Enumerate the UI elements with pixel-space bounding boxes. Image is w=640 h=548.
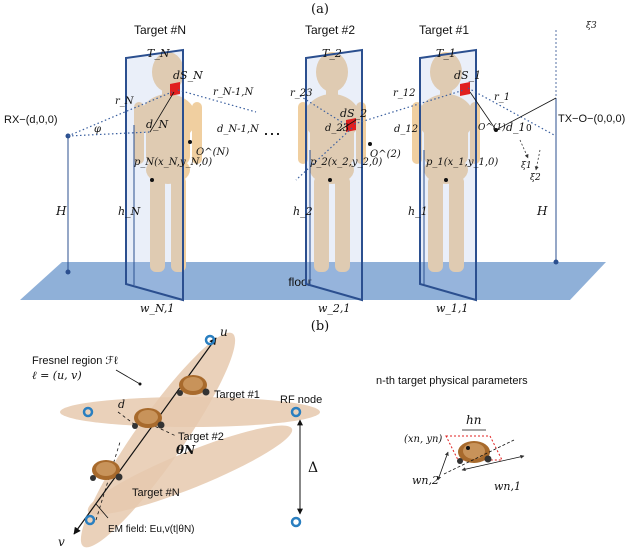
fresnel-callout-dot [138,382,142,386]
em-field-callout-line [95,503,109,519]
panel-a-label: (a) [311,2,329,17]
xi2-axis [534,149,541,171]
target-1-ray-in: r_1 [494,92,510,103]
target-1-width: w_1,1 [436,302,468,315]
rf-nodes [82,334,302,528]
d-label: d [118,398,125,411]
target-n-width: w_N,1 [140,302,174,315]
target-1-plane [419,48,477,302]
point-1 [444,178,448,182]
theta-label: θN [176,443,196,457]
tx-height-label: H [536,204,548,218]
tx-label: TX−O−(0,0,0) [558,113,625,125]
target-n-title: Target #N [134,23,186,37]
target-2-label: Target #2 [178,431,224,443]
uv-axis [73,337,217,535]
target-n-ray-out: r_N-1,N [213,87,254,98]
target-2-plane [305,48,363,302]
target-n-ray-in: r_N [115,96,135,107]
fresnel-callout-line [115,369,141,385]
rx-label: RX−(d,0,0) [4,114,58,126]
rx-height-label: H [55,204,67,218]
target-n-plane-label: T_N [147,47,170,60]
param-w1-arrow [461,454,525,472]
target-1-patch [460,82,470,96]
phi-label: φ [94,124,101,135]
target-2-height: h_2 [293,205,313,218]
target-n-point: p_N(x_N,y_N,0) [134,157,212,168]
rx-base [65,269,71,275]
turtle-target-1 [177,375,210,396]
target-1-title: Target #1 [419,23,469,37]
rf-node-label: RF node [280,394,322,406]
fresnel-ell-label: ℓ = (u, v) [32,369,82,382]
v-label: v [58,535,65,548]
xi1-axis [519,139,529,159]
params-title: n-th target physical parameters [376,375,528,387]
turtle-target-n [90,460,123,481]
tx-base [553,259,559,265]
xi2-label: ξ2 [530,173,541,183]
origin-n [188,140,192,144]
fresnel-region-label: Fresnel region ℱℓ [32,355,118,367]
target-n-label: Target #N [132,487,180,499]
target-2-ray-out: r_12 [393,88,416,99]
target-2-ray-in: r_23 [290,88,313,99]
target-1-area: dS_1 [454,69,481,82]
param-center-dot [466,446,470,450]
param-w2-arrow [437,451,449,481]
ray-lines [67,87,557,181]
target-1-label: Target #1 [214,389,260,401]
uv-axis-dashed [95,441,121,521]
point-n [150,178,154,182]
target-n-dist: d_N [146,118,169,131]
panel-b-label: (b) [311,319,329,334]
target-2-plane-label: T_2 [322,47,342,60]
target-2-width: w_2,1 [318,302,350,315]
target-n-height: h_N [118,205,141,218]
distance-lines [149,91,557,133]
target-2-title: Target #2 [305,23,355,37]
origin-2 [368,142,372,146]
param-h-label: hn [466,413,481,427]
u-label: u [220,325,228,339]
ellipsis: ⋯ [263,124,281,145]
param-xy-label: (xn, yn) [404,434,442,445]
target-1-height: h_1 [408,205,428,218]
param-w2-label: wn,2 [412,474,439,487]
target-n-patch [170,82,180,96]
target-2-point: p_2(x_2,y_2,0) [310,157,382,168]
target-n-area: dS_N [173,69,203,82]
param-w1-label: wn,1 [494,480,521,493]
target-1-origin: O^(1) [478,122,506,133]
point-2 [328,178,332,182]
target-2-dist2: d_12 [394,124,418,135]
target-n-plane [125,48,184,302]
target-1-point: p_1(x_1,y_1,0) [426,157,498,168]
delta-label: Δ [308,460,318,476]
param-turtle [457,441,492,464]
param-box [445,435,503,461]
target-2-dist: d_23 [325,123,349,134]
target-2-origin: O^(2) [370,149,401,160]
em-field-label: EM field: Eu,v(t|θN) [108,524,195,535]
param-axis [443,439,515,475]
xi1-label: ξ1 [521,161,532,171]
target-n-origin: O^(N) [196,147,229,158]
xi3-label: ξ3 [586,21,597,31]
target-2-area: dS_2 [340,107,367,120]
target-n-dist2: d_N-1,N [217,124,260,135]
target-1-dist: d_1 [506,121,526,134]
turtle-target-2 [132,408,165,429]
target-1-plane-label: T_1 [436,47,456,60]
theta-line [149,423,177,437]
zero-label: 0 [526,124,532,134]
origin-1 [494,128,498,132]
